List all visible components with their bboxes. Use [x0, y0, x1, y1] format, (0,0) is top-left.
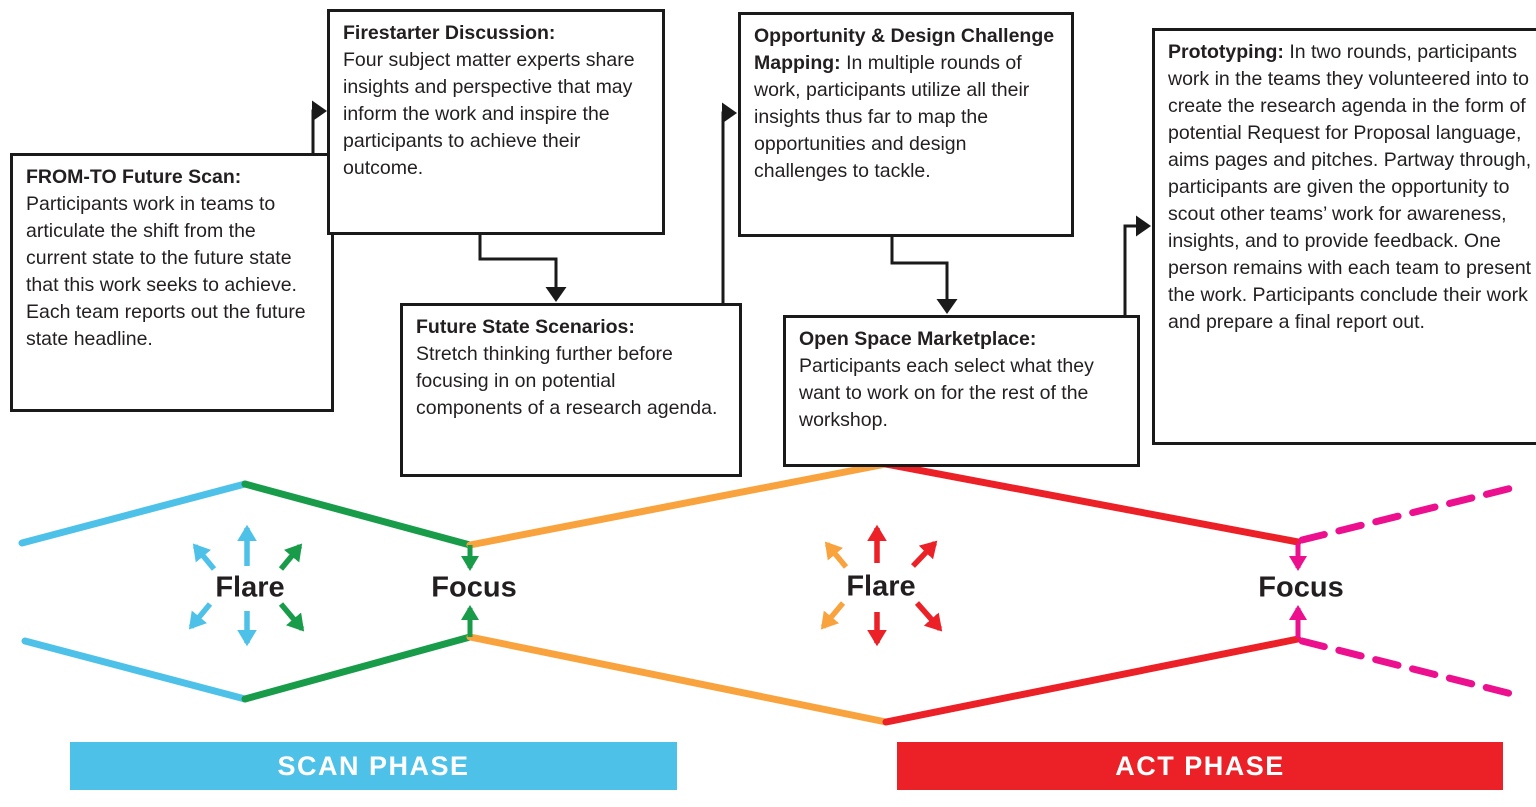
act-focus-line-top: [882, 460, 1302, 546]
stage-title: Firestarter Discussion:: [343, 22, 556, 44]
act-phase-bar: ACT PHASE: [897, 742, 1503, 790]
flare2-arrows: [820, 524, 943, 647]
future-dashed-line-bottom: [1298, 637, 1524, 700]
future-dashed-line-top: [1298, 482, 1524, 544]
flare1-arrow-down-right: [278, 602, 305, 632]
stage-box-open-space-marketplace: Open Space Marketplace: Participants each…: [783, 315, 1140, 467]
stage-title: Future State Scenarios:: [416, 316, 635, 338]
stage-box-firestarter-discussion: Firestarter Discussion: Four subject matt…: [327, 9, 665, 235]
flare1-arrow-up-left: [192, 543, 217, 571]
flare1-label: Flare: [215, 571, 285, 604]
scan-flare-line-bottom: [21, 637, 249, 703]
stage-body: In two rounds, participants work in the …: [1168, 41, 1532, 333]
scan-focus-line-top: [241, 480, 474, 549]
stage-box-future-state-scenarios: Future State Scenarios: Stretch thinking …: [400, 303, 742, 477]
focus1-label: Focus: [431, 571, 517, 604]
flare1-arrow-down-left: [188, 602, 213, 630]
stage-body: In multiple rounds of work, participants…: [754, 52, 1030, 182]
flare1-arrow-up-right: [278, 543, 303, 571]
stage-title: FROM-TO Future Scan:: [26, 166, 242, 188]
flare2-arrow-up-right: [911, 540, 938, 568]
focus2-label: Focus: [1258, 571, 1344, 604]
act-phase-label: ACT PHASE: [1115, 750, 1285, 781]
stage-body: Stretch thinking further before focusing…: [416, 343, 718, 419]
stage-title: Opportunity & Design Challenge Mapping:: [754, 25, 1055, 74]
flare1-arrows: [188, 524, 305, 647]
flare2-label: Flare: [846, 570, 916, 603]
stage-body: Participants each select what they want …: [799, 355, 1094, 431]
focus-arrows: [461, 543, 1307, 638]
stage-title: Open Space Marketplace:: [799, 328, 1037, 350]
stage-box-from-to-future-scan: FROM-TO Future Scan: Participants work in…: [10, 153, 334, 412]
flare2-arrow-up-left: [824, 541, 849, 569]
scan-flare-line-top: [18, 480, 249, 547]
stage-title: Prototyping:: [1168, 41, 1284, 63]
act-focus-line-bottom: [882, 635, 1302, 726]
stage-body: Participants work in teams to articulate…: [26, 193, 306, 350]
stage-box-opportunity-design-challenge-mapping: Opportunity & Design Challenge Mapping: …: [738, 12, 1074, 237]
flare2-arrow-down-left: [820, 601, 846, 630]
scan-focus-line-bottom: [241, 633, 474, 703]
act-flare-line-bottom: [466, 633, 890, 726]
connector-box4-to-box5: [890, 215, 958, 314]
flare2-arrow-down-right: [914, 601, 943, 632]
act-flare-line-top: [466, 460, 890, 549]
stage-body: Four subject matter experts share insigh…: [343, 49, 635, 179]
scan-phase-bar: SCAN PHASE: [70, 742, 677, 790]
phase-envelope-lines: [18, 460, 1524, 726]
connector-box2-to-box3: [478, 213, 567, 302]
stage-box-prototyping: Prototyping: In two rounds, participants…: [1152, 28, 1536, 445]
scan-phase-label: SCAN PHASE: [277, 750, 470, 781]
